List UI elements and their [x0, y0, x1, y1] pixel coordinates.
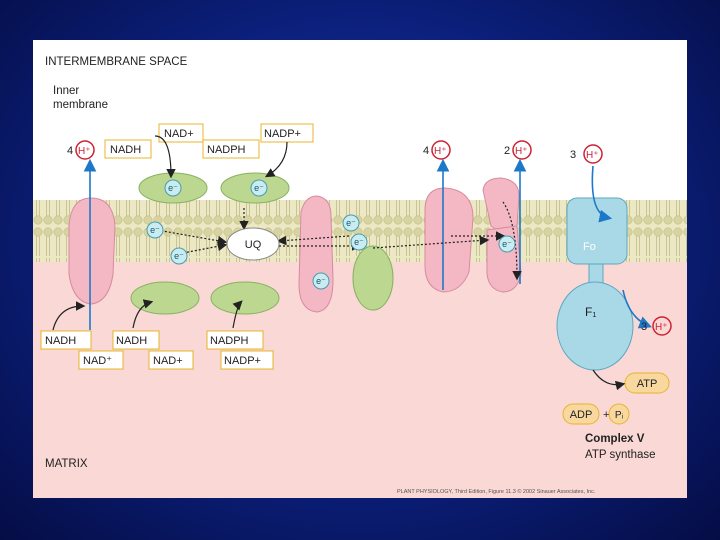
nadph-top-label: NADPH	[207, 144, 246, 156]
nadh-top-label: NADH	[110, 144, 141, 156]
nadh-bottom-label-2: NADH	[116, 335, 147, 347]
nadp-plus-bottom-label: NADP+	[224, 355, 261, 367]
slide-frame: INTERMEMBRANE SPACE Inner membrane MATRI…	[33, 40, 687, 498]
nad-bottom-label-2: NAD+	[153, 355, 183, 367]
h-symbol-5: H⁺	[655, 322, 668, 333]
electron-label-2: e⁻	[254, 183, 264, 193]
fo-label: Fo	[583, 241, 596, 253]
inner-membrane-label-2: membrane	[53, 99, 108, 111]
figure-credit: PLANT PHYSIOLOGY, Third Edition, Figure …	[397, 488, 596, 495]
electron-label-7: e⁻	[316, 276, 326, 286]
h-coef-3: 2	[504, 145, 510, 157]
plus-sign: +	[603, 409, 609, 421]
h-symbol-4: H⁺	[586, 150, 599, 161]
h-coef-5: 3	[641, 321, 647, 333]
intermembrane-space-label: INTERMEMBRANE SPACE	[45, 56, 188, 68]
h-symbol-3: H⁺	[515, 146, 528, 157]
f1-label: F₁	[585, 305, 596, 319]
alternative-oxidase	[353, 246, 393, 310]
h-coef-2: 4	[423, 145, 429, 157]
atp-synthase-label: ATP synthase	[585, 449, 656, 461]
nad-plus-top-label: NAD+	[164, 128, 194, 140]
electron-label-5: e⁻	[346, 218, 356, 228]
inner-membrane-label-1: Inner	[53, 85, 79, 97]
matrix-label: MATRIX	[45, 458, 88, 470]
h-coef-1: 4	[67, 145, 73, 157]
nadp-plus-top-label: NADP+	[264, 128, 301, 140]
complex-ii-protein	[299, 196, 333, 312]
h-symbol-2: H⁺	[434, 146, 447, 157]
electron-label-3: e⁻	[150, 225, 160, 235]
diagram-canvas: INTERMEMBRANE SPACE Inner membrane MATRI…	[33, 40, 687, 498]
electron-label-6: e⁻	[354, 237, 364, 247]
nad-bottom-label-1: NAD⁺	[83, 355, 112, 367]
complex-i-protein	[69, 198, 115, 304]
nadh-bottom-label-1: NADH	[45, 335, 76, 347]
atp-label: ATP	[637, 378, 658, 390]
h-coef-4: 3	[570, 149, 576, 161]
h-symbol-1: H⁺	[78, 146, 91, 157]
electron-label-8: e⁻	[502, 239, 512, 249]
electron-label-4: e⁻	[174, 251, 184, 261]
electron-label-1: e⁻	[168, 183, 178, 193]
nadph-bottom-label: NADPH	[210, 335, 249, 347]
complex-iii-protein	[425, 188, 473, 292]
complex-v-label: Complex V	[585, 433, 645, 445]
atp-synthase-f1	[557, 282, 633, 370]
pi-label: Pᵢ	[615, 410, 624, 421]
adp-label: ADP	[570, 409, 593, 421]
internal-nadph-dehydrogenase	[211, 282, 279, 314]
uq-label: UQ	[245, 239, 262, 251]
